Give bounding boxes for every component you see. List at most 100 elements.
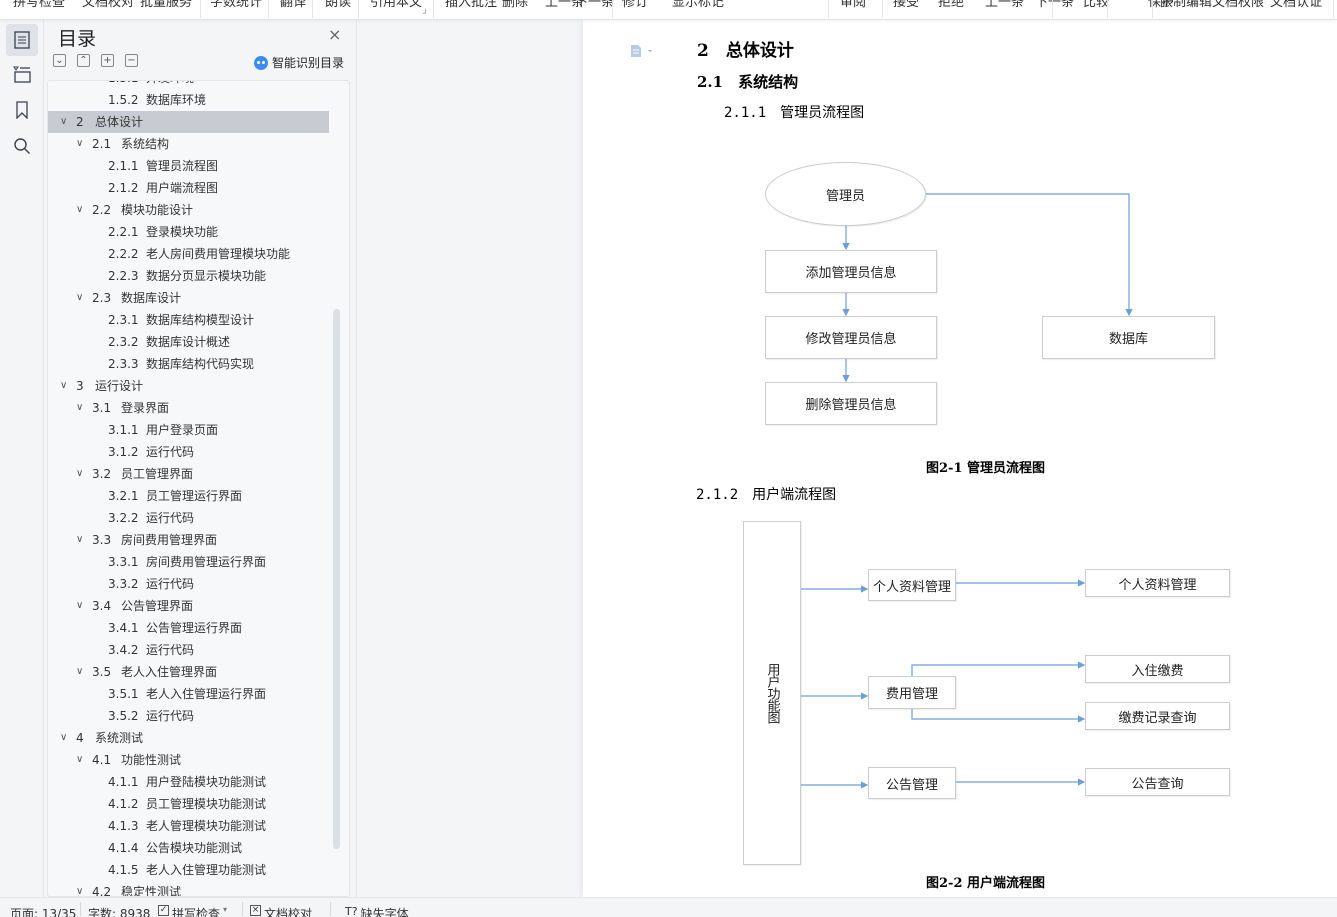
add-level-icon[interactable]: + xyxy=(101,54,114,67)
rail-outline-button[interactable] xyxy=(6,58,38,90)
expand-all-icon[interactable]: ⌄ xyxy=(53,54,66,67)
collapse-all-icon[interactable]: ⌃ xyxy=(77,54,90,67)
chevron-down-icon[interactable]: ∨ xyxy=(60,116,68,127)
ribbon-item[interactable]: 上一条 xyxy=(545,0,585,10)
ribbon-item[interactable]: 下一条 xyxy=(1035,0,1075,10)
chevron-down-icon[interactable]: ∨ xyxy=(76,666,84,677)
ribbon-item[interactable]: 删除 xyxy=(502,0,529,10)
paragraph-menu-icon[interactable] xyxy=(630,43,654,62)
ribbon-item[interactable]: 插入批注 xyxy=(445,0,498,10)
rail-search-button[interactable] xyxy=(6,130,38,162)
remove-level-icon[interactable]: − xyxy=(125,54,138,67)
ribbon-item[interactable]: 限制编辑 xyxy=(1160,0,1213,10)
ribbon-item[interactable]: 审阅 xyxy=(840,0,867,10)
rail-toc-button[interactable] xyxy=(6,24,38,56)
ribbon-item[interactable]: 朗读 xyxy=(325,0,352,10)
chevron-down-icon[interactable]: ∨ xyxy=(76,886,84,897)
ribbon-item[interactable]: 下一条 xyxy=(575,0,615,10)
ribbon-item[interactable]: 显示标记 xyxy=(672,0,725,10)
chevron-down-icon[interactable]: ∨ xyxy=(76,292,84,303)
missing-font-button[interactable]: T? 缺失字体 xyxy=(345,905,409,917)
ribbon-item[interactable]: 比较 xyxy=(1083,0,1110,10)
ribbon-item[interactable]: 翻译 xyxy=(280,0,307,10)
toc-scrollbar[interactable] xyxy=(333,309,340,849)
word-count[interactable]: 字数: 8938 xyxy=(88,907,151,917)
toc-item[interactable]: 1.5.1开发环境 xyxy=(48,81,349,89)
chevron-down-icon[interactable]: ∨ xyxy=(60,380,68,391)
toc-item-number: 4.1.2 xyxy=(108,797,139,811)
ribbon-item[interactable]: 拼写检查 xyxy=(13,0,66,10)
toc-item-label: 管理员流程图 xyxy=(146,159,219,173)
spell-check-button[interactable]: ✓ 拼写检查 ▾ xyxy=(158,905,227,917)
ribbon-item[interactable]: 文档认证 xyxy=(1270,0,1323,10)
chevron-down-icon[interactable]: ∨ xyxy=(60,732,68,743)
ribbon-item[interactable]: 修订 xyxy=(622,0,649,10)
chevron-down-icon[interactable]: ∨ xyxy=(76,600,84,611)
toc-item-number: 3.2 xyxy=(92,467,112,481)
chevron-down-icon[interactable]: ∨ xyxy=(76,138,84,149)
toc-item-number: 4.1.3 xyxy=(108,819,139,833)
ribbon-item[interactable]: 上一条 xyxy=(985,0,1025,10)
group-launcher-icon[interactable]: ┘ xyxy=(423,9,428,18)
ribbon-item[interactable]: 引用本文 xyxy=(370,0,423,10)
rail-bookmark-button[interactable] xyxy=(6,94,38,126)
ribbon-item[interactable]: 文档校对 xyxy=(82,0,135,10)
flow-node-user-functions: 用户功能图 xyxy=(743,521,801,865)
chevron-down-icon[interactable]: ∨ xyxy=(76,204,84,215)
ribbon-item[interactable]: 保护 xyxy=(1148,0,1175,10)
chevron-down-icon[interactable]: ∨ xyxy=(76,468,84,479)
chevron-down-icon[interactable]: ∨ xyxy=(76,402,84,413)
ribbon-item[interactable]: 拒绝 xyxy=(938,0,965,10)
ribbon-item[interactable]: 文档权限 xyxy=(1212,0,1265,10)
close-icon[interactable]: × xyxy=(328,25,342,44)
chevron-down-icon[interactable]: ∨ xyxy=(76,754,84,765)
page-indicator[interactable]: 页面: 13/35 xyxy=(10,907,77,917)
heading-1: 2 总体设计 xyxy=(697,41,794,61)
smart-toc-button[interactable]: 智能识别目录 xyxy=(254,54,344,71)
ribbon-item[interactable]: 接受 xyxy=(893,0,920,10)
toc-item-label: 数据库结构模型设计 xyxy=(146,313,255,327)
ribbon-separator xyxy=(268,0,269,18)
chevron-down-icon[interactable]: ∨ xyxy=(76,534,84,545)
ribbon-item[interactable]: 批量服务 xyxy=(140,0,193,10)
ribbon-item[interactable]: 字数统计 xyxy=(210,0,263,10)
proofread-button[interactable]: × 文档校对 xyxy=(250,905,312,917)
